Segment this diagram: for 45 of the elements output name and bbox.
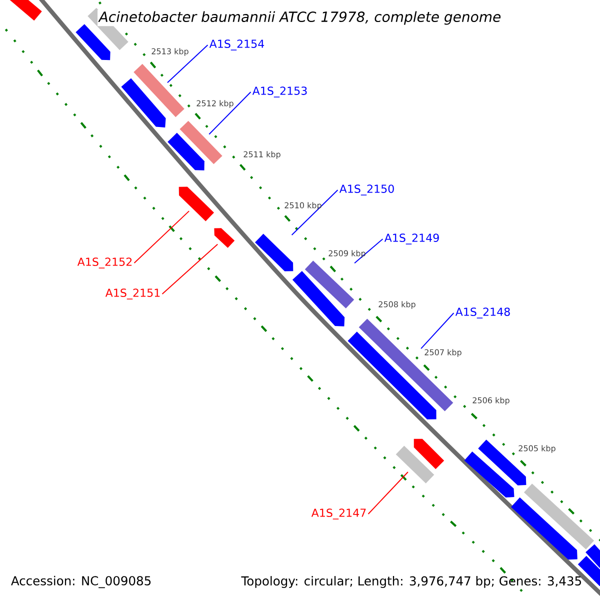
leader-line — [368, 471, 408, 514]
gene-label: A1S_2149 — [384, 234, 439, 244]
leader-line — [162, 244, 218, 294]
gene-label: A1S_2147 — [311, 508, 366, 520]
gene-label: A1S_2152 — [77, 258, 132, 268]
gene-bar — [396, 446, 434, 484]
gene-feature — [292, 270, 345, 326]
gene-feature — [586, 544, 600, 568]
footer-text: Topology: circular; Length: 3,976,747 bp; Genes: 3,435 — [241, 576, 581, 588]
gene-feature — [214, 228, 235, 248]
tick-label: 2511 kbp — [244, 151, 280, 159]
gene-label: A1S_2153 — [252, 86, 307, 98]
gene-feature — [178, 186, 214, 222]
tick-label: 2506 kbp — [472, 397, 510, 405]
gene-bar — [8, 0, 42, 21]
gene-bar — [180, 120, 222, 164]
tick-label: 2510 kbp — [284, 202, 322, 210]
gene-feature — [254, 234, 294, 272]
gene-bar — [134, 64, 184, 118]
gene-feature — [121, 78, 166, 128]
gene-label: A1S_2150 — [339, 184, 394, 196]
tick-label: 2505 kbp — [518, 445, 556, 453]
gene-feature — [414, 438, 444, 470]
leader-line — [291, 190, 338, 236]
leader-line — [354, 238, 384, 264]
gene-bar — [524, 484, 594, 550]
gene-label: A1S_2148 — [455, 308, 510, 318]
title: Acinetobacter baumannii ATCC 17978, complete genome — [98, 10, 502, 26]
tick-label: 2507 kbp — [424, 349, 462, 357]
tick-label: 2509 kbp — [328, 250, 366, 258]
gene-label: A1S_2151 — [105, 288, 160, 300]
gene-feature — [464, 452, 514, 498]
gene-feature — [168, 132, 204, 170]
gene-feature — [76, 24, 110, 60]
leader-line — [134, 210, 190, 264]
leader-line — [420, 312, 454, 350]
tick-label: 2513 kbp — [152, 48, 188, 56]
tick-label: 2512 kbp — [196, 100, 234, 108]
gene-feature — [511, 497, 578, 560]
gene-label: A1S_2154 — [209, 40, 264, 50]
footer-text: Accession: NC_009085 — [11, 576, 151, 588]
leader-line — [208, 92, 252, 135]
tick-label: 2508 kbp — [378, 301, 416, 309]
leader-line — [166, 44, 208, 84]
gene-bar — [304, 260, 354, 308]
